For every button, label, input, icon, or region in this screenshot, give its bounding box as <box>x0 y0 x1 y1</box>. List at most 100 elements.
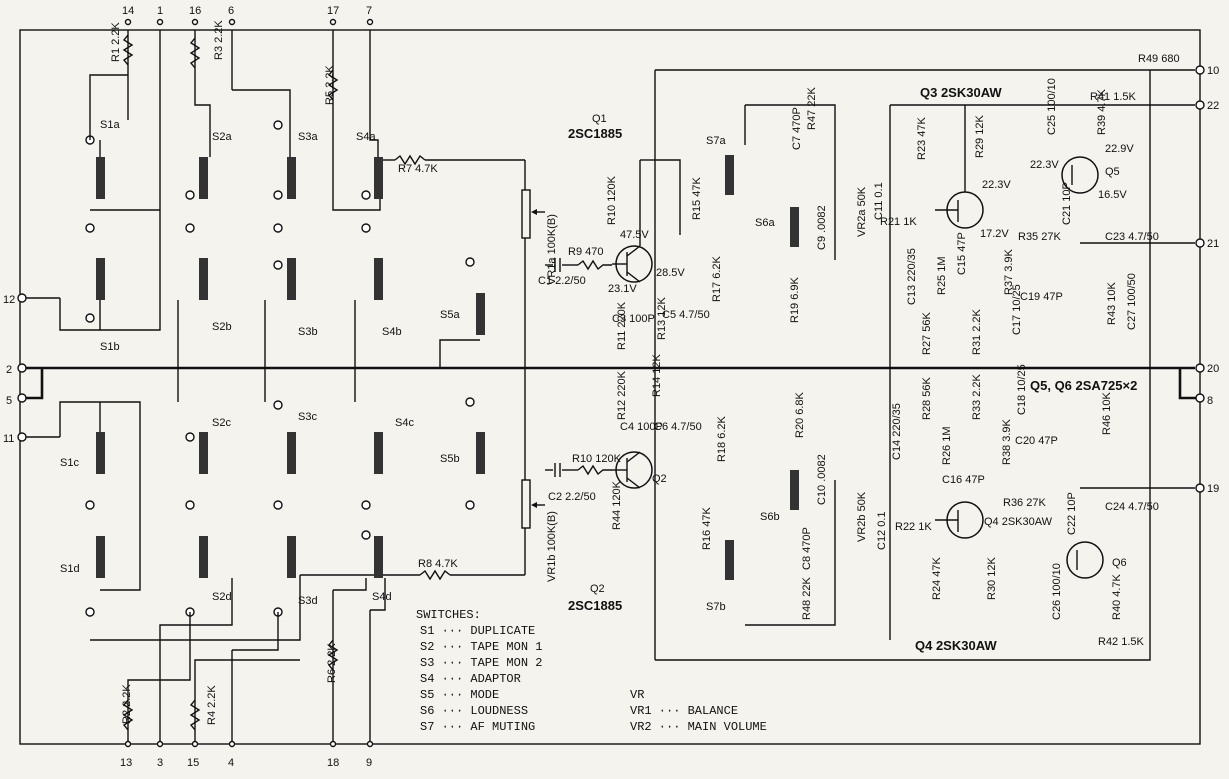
label-vr1b: VR1b 100K(B) <box>546 511 558 582</box>
legend-s4: S4 ··· ADAPTOR <box>420 672 521 686</box>
pin-18: 18 <box>327 757 339 769</box>
legend-title: SWITCHES: <box>416 608 481 622</box>
left-pins: 12 2 5 11 <box>3 293 60 445</box>
label-r22: R22 1K <box>895 521 932 533</box>
pin-21: 21 <box>1207 238 1219 250</box>
label-c1: C1 2.2/50 <box>538 275 586 287</box>
label-q1: Q1 <box>592 113 607 125</box>
switch-blade-s2c <box>199 432 208 474</box>
switch-labels: S1a S1b S1c S1d S2a S2b S2c S2d S3a S3b … <box>60 119 460 607</box>
label-c8: C8 470P <box>801 527 813 570</box>
label-r6: R6 2.2K <box>326 643 338 683</box>
stage-q2: Q2 Q2 2SC1885 R12 220K C4 100P R14 12K C… <box>568 354 702 613</box>
label-r1: R1 2.2K <box>110 22 122 62</box>
pot-vr1a <box>521 189 531 239</box>
label-r46: R46 10K <box>1101 392 1113 435</box>
resistor-r9 <box>577 259 612 271</box>
label-r10: R10 120K <box>572 453 622 465</box>
label-c18: C18 10/25 <box>1016 364 1028 415</box>
label-s4c: S4c <box>395 417 414 429</box>
label-r4: R4 2.2K <box>206 685 218 725</box>
label-v22-3b: 22.3V <box>1030 159 1059 171</box>
label-c6: C6 4.7/50 <box>654 421 702 433</box>
pin-10: 10 <box>1207 65 1219 77</box>
label-s1b: S1b <box>100 341 120 353</box>
label-r49: R49 680 <box>1138 53 1180 65</box>
legend-s5: S5 ··· MODE <box>420 688 499 702</box>
pin-9: 9 <box>366 757 372 769</box>
label-r19: R19 6.9K <box>789 276 801 323</box>
label-s7a: S7a <box>706 135 726 147</box>
legend-vr2: VR2 ··· MAIN VOLUME <box>630 720 767 734</box>
label-s1d: S1d <box>60 563 80 575</box>
legend-vr1: VR1 ··· BALANCE <box>630 704 738 718</box>
pin-17: 17 <box>327 5 339 17</box>
label-c24: C24 4.7/50 <box>1105 501 1159 513</box>
label-r44: R44 120K <box>611 480 623 530</box>
label-r48: R48 22K <box>801 577 813 620</box>
label-r14: R14 12K <box>651 354 663 397</box>
label-r18: R18 6.2K <box>716 415 728 462</box>
label-s3b: S3b <box>298 326 318 338</box>
label-r40: R10 120K <box>606 175 618 225</box>
pin-2: 2 <box>6 364 12 376</box>
board-outline <box>19 29 1201 745</box>
switch-blade-s2b <box>199 258 208 300</box>
label-vr2a: VR2a 50K <box>856 186 868 237</box>
resistor-r3 <box>189 37 201 69</box>
legend: SWITCHES: S1 ··· DUPLICATE S2 ··· TAPE M… <box>416 608 767 734</box>
switch-blade-s1c <box>96 432 105 474</box>
label-r35: R35 27K <box>1018 231 1061 243</box>
pin-7: 7 <box>366 5 372 17</box>
label-r29: R29 12K <box>974 115 986 158</box>
label-r30: R30 12K <box>986 557 998 600</box>
label-q2-name: Q2 <box>590 583 605 595</box>
label-c12: C12 0.1 <box>876 511 888 550</box>
label-v28-5: 28.5V <box>656 267 685 279</box>
legend-s2: S2 ··· TAPE MON 1 <box>420 640 542 654</box>
right-pins: 10 22 21 20 8 19 <box>1195 65 1219 495</box>
stage-q4-q6: Q4 2SK30AW Q6 Q5, Q6 2SA725×2 R28 56K R3… <box>655 70 1195 661</box>
switch-blade-s4d <box>374 536 383 578</box>
label-s7b: S7b <box>706 601 726 613</box>
pin-13: 13 <box>120 757 132 769</box>
switch-blade-s4c <box>374 432 383 474</box>
label-s3a: S3a <box>298 131 318 143</box>
label-r26: R26 1M <box>941 426 953 465</box>
label-s6a: S6a <box>755 217 775 229</box>
label-r16: R16 47K <box>701 507 713 550</box>
transistor-q5 <box>1061 156 1099 194</box>
label-s4b: S4b <box>382 326 402 338</box>
label-c19: C19 47P <box>1020 291 1063 303</box>
resistor-r1 <box>122 34 134 66</box>
label-s4d: S4d <box>372 591 392 603</box>
label-r12: R12 220K <box>616 370 628 420</box>
pin-14: 14 <box>122 5 134 17</box>
pin-4: 4 <box>228 757 234 769</box>
label-c20: C20 47P <box>1015 435 1058 447</box>
label-s2c: S2c <box>212 417 231 429</box>
label-c26: C26 100/10 <box>1051 563 1063 620</box>
label-v16-5: 16.5V <box>1098 189 1127 201</box>
input-coupling: C1 2.2/50 R9 470 C2 2.2/50 R10 120K <box>538 246 622 503</box>
label-q6: Q6 <box>1112 557 1127 569</box>
switch-blade-s6a <box>790 207 799 247</box>
ground-strap-right <box>1178 368 1200 400</box>
switch-blade-s1d <box>96 536 105 578</box>
switch-blade-s1a <box>96 157 105 199</box>
legend-vr-title: VR <box>630 688 644 702</box>
switch-blade-s7a <box>725 155 734 195</box>
label-r7: R7 4.7K <box>398 163 438 175</box>
resistor-r6 <box>327 639 339 671</box>
label-c4: C4 100P <box>620 421 663 433</box>
label-r11: R11 220K <box>616 301 628 350</box>
stage-q3-q5: R49 680 R41 1.5K Q3 2SK30AW R21 1K C11 0… <box>655 53 1195 640</box>
pin-3: 3 <box>157 757 163 769</box>
label-r41: R41 1.5K <box>1090 91 1137 103</box>
switch-blade-s6b <box>790 470 799 510</box>
label-r5: R5 2.2K <box>324 65 336 105</box>
stage-loudness: S7a R15 47K R17 6.2K C7 470P R47 22K S6a… <box>655 87 868 626</box>
label-c23: C23 4.7/50 <box>1105 231 1159 243</box>
label-c10: C10 .0082 <box>816 454 828 505</box>
